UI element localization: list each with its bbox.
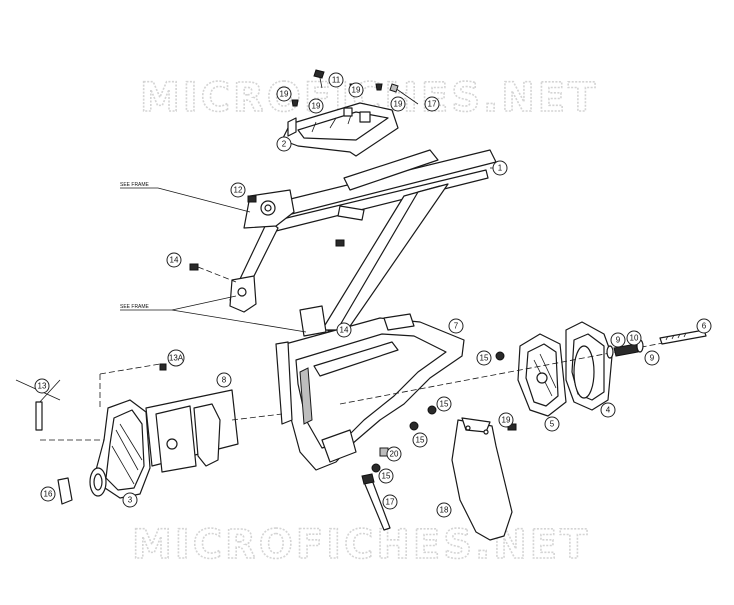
svg-text:4: 4 bbox=[606, 406, 611, 415]
callout-17b: 17 bbox=[382, 494, 398, 510]
svg-text:14: 14 bbox=[340, 326, 349, 335]
svg-text:13: 13 bbox=[38, 382, 47, 391]
callout-15c: 15 bbox=[412, 432, 428, 448]
callout-17a: 17 bbox=[424, 96, 440, 112]
callout-9a: 9 bbox=[610, 332, 626, 348]
part-8-flap bbox=[145, 389, 239, 473]
callout-13: 13 bbox=[34, 378, 50, 394]
svg-text:1: 1 bbox=[498, 164, 503, 173]
svg-text:14: 14 bbox=[170, 256, 179, 265]
part-13a-clip bbox=[159, 363, 167, 371]
svg-text:19: 19 bbox=[394, 100, 403, 109]
svg-text:13A: 13A bbox=[169, 354, 184, 363]
svg-text:9: 9 bbox=[616, 336, 621, 345]
svg-text:6: 6 bbox=[702, 322, 707, 331]
callout-18: 18 bbox=[436, 502, 452, 518]
callout-2: 2 bbox=[276, 136, 292, 152]
callout-19c: 19 bbox=[348, 82, 364, 98]
svg-text:10: 10 bbox=[630, 334, 639, 343]
svg-text:18: 18 bbox=[440, 506, 449, 515]
callout-4: 4 bbox=[600, 402, 616, 418]
callout-20: 20 bbox=[386, 446, 402, 462]
svg-text:11: 11 bbox=[332, 76, 341, 85]
callout-5: 5 bbox=[544, 416, 560, 432]
callout-7: 7 bbox=[448, 318, 464, 334]
callout-19d: 19 bbox=[390, 96, 406, 112]
callout-19b: 19 bbox=[308, 98, 324, 114]
svg-text:15: 15 bbox=[382, 472, 391, 481]
svg-text:9: 9 bbox=[650, 354, 655, 363]
svg-text:19: 19 bbox=[312, 102, 321, 111]
callout-1: 1 bbox=[490, 160, 508, 176]
part-3-intake-boot bbox=[89, 399, 151, 499]
svg-text:16: 16 bbox=[44, 490, 53, 499]
callout-9b: 9 bbox=[644, 350, 660, 366]
callout-6: 6 bbox=[696, 318, 712, 334]
svg-text:19: 19 bbox=[352, 86, 361, 95]
callout-14b: 14 bbox=[336, 322, 352, 338]
part-5-filter-cage bbox=[517, 333, 567, 417]
callout-19e: 19 bbox=[498, 412, 514, 428]
svg-text:12: 12 bbox=[234, 186, 243, 195]
part-4-air-filter bbox=[565, 321, 613, 411]
part-16-pad bbox=[57, 477, 73, 505]
svg-text:15: 15 bbox=[440, 400, 449, 409]
callout-8: 8 bbox=[216, 372, 232, 388]
svg-text:15: 15 bbox=[416, 436, 425, 445]
callout-10: 10 bbox=[626, 330, 642, 346]
svg-text:15: 15 bbox=[480, 354, 489, 363]
part-18-mud-flap bbox=[451, 417, 513, 541]
callout-16: 16 bbox=[40, 486, 56, 502]
callout-12: 12 bbox=[230, 182, 246, 198]
svg-text:7: 7 bbox=[454, 322, 459, 331]
svg-text:3: 3 bbox=[128, 496, 133, 505]
part-1-subframe bbox=[229, 149, 497, 337]
callout-13a: 13A bbox=[167, 349, 185, 367]
svg-text:17: 17 bbox=[386, 498, 395, 507]
svg-text:17: 17 bbox=[428, 100, 437, 109]
see-frame-leaders: SEE FRAME SEE FRAME bbox=[120, 182, 307, 333]
part-7-airbox bbox=[275, 313, 465, 471]
svg-text:19: 19 bbox=[502, 416, 511, 425]
callout-3: 3 bbox=[122, 492, 138, 508]
svg-text:8: 8 bbox=[222, 376, 227, 385]
callout-15d: 15 bbox=[378, 468, 394, 484]
svg-text:19: 19 bbox=[280, 90, 289, 99]
see-frame-upper-label: SEE FRAME bbox=[120, 182, 150, 188]
see-frame-lower-label: SEE FRAME bbox=[120, 304, 150, 310]
leader-box-8 bbox=[40, 363, 283, 441]
callout-11: 11 bbox=[328, 72, 344, 88]
nuts-15 bbox=[371, 351, 505, 473]
svg-text:2: 2 bbox=[282, 140, 287, 149]
callout-19a: 19 bbox=[276, 86, 292, 102]
svg-text:20: 20 bbox=[390, 450, 399, 459]
callout-14a: 14 bbox=[166, 252, 182, 268]
callout-15a: 15 bbox=[476, 350, 492, 366]
watermark-bottom: MICROFICHES.NET bbox=[132, 522, 590, 568]
svg-text:5: 5 bbox=[550, 420, 555, 429]
callout-15b: 15 bbox=[436, 396, 452, 412]
